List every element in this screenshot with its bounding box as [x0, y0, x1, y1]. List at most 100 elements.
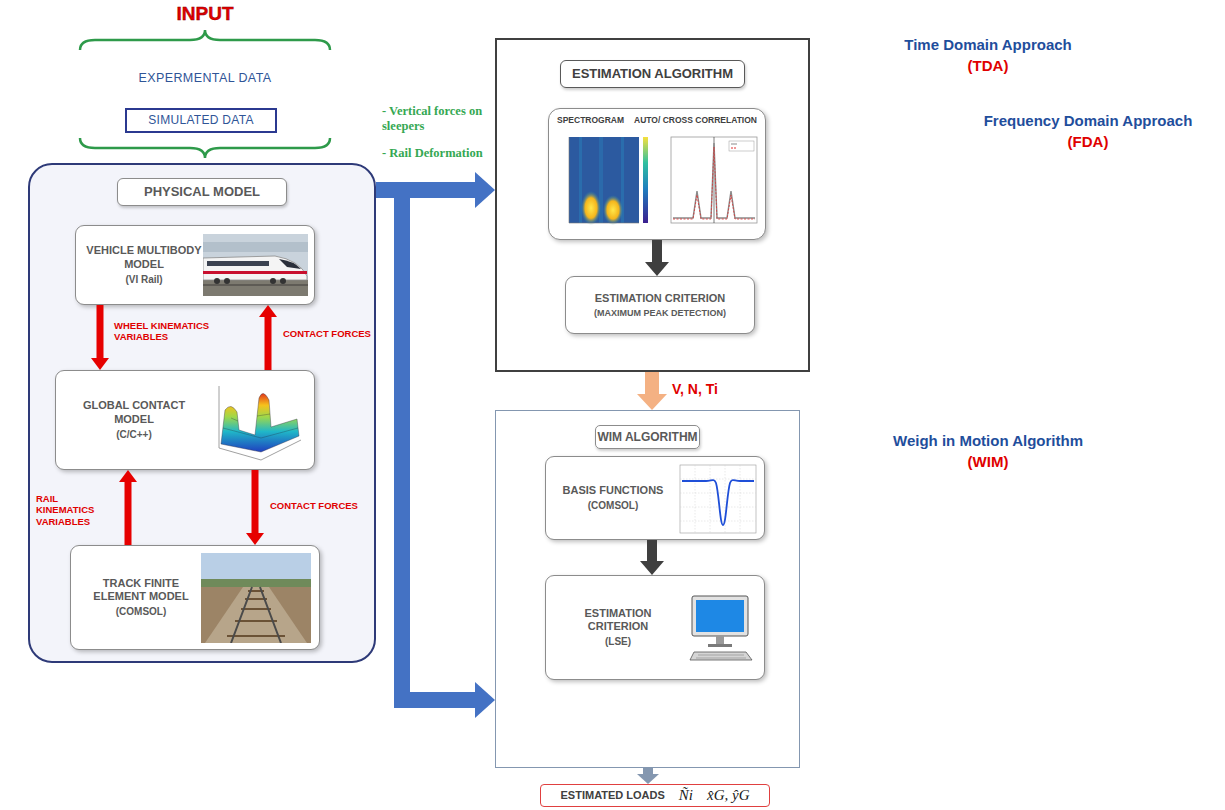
illustration-part: [270, 278, 276, 284]
arrow-shaft: [652, 240, 662, 264]
arrow-shaft: [376, 190, 478, 700]
box-title: BASIS FUNCTIONS: [554, 484, 672, 497]
analysis-box: SPECTROGRAM AUTO/ CROSS CORRELATION: [548, 108, 766, 240]
arrow-label-holder: V, N, Ti: [672, 381, 718, 398]
section-heading: PHYSICAL MODEL: [117, 178, 287, 206]
box-detail: AUTO/ CROSS CORRELATION: [634, 115, 757, 125]
curly-bracket: [80, 138, 330, 158]
label-holder: (TDA): [968, 57, 1009, 75]
arrow-shaft: [376, 182, 478, 198]
label-holder: INPUT: [177, 3, 234, 26]
arrow-head: [645, 262, 669, 276]
box-title: SPECTROGRAM: [557, 115, 624, 125]
illustration-part: [203, 271, 307, 274]
basis-function-plot: [678, 463, 758, 535]
illustration-part: [203, 234, 308, 296]
approach-name: Frequency Domain Approach: [984, 112, 1193, 130]
box-detail: (LSE): [554, 636, 682, 648]
criterion-box: ESTIMATION CRITERION(LSE): [545, 575, 765, 680]
illustration-part: [716, 636, 724, 644]
arrow-shaft: [265, 315, 272, 370]
data-note: - Vertical forces on sleepers: [382, 104, 492, 134]
illustration-part: [201, 553, 311, 587]
illustration-part: [201, 579, 311, 587]
illustration-part: [201, 587, 311, 643]
illustration-part: [231, 587, 252, 643]
approach-acronym: (WIM): [968, 453, 1009, 471]
approach-acronym: (FDA): [1068, 133, 1109, 151]
box-detail: (COMSOL): [554, 500, 672, 512]
spectrogram-plot: [555, 133, 655, 235]
arrow-label: CONTACT FORCES: [283, 328, 371, 339]
illustration-part: [673, 143, 755, 218]
box-detail: (VI Rail): [86, 274, 202, 286]
illustration-part: [260, 587, 281, 643]
illustration-part: [671, 137, 757, 223]
basis-box: BASIS FUNCTIONS (COMSOL): [545, 456, 765, 540]
criterion-box: ESTIMATION CRITERION(MAXIMUM PEAK DETECT…: [565, 276, 755, 334]
flow-arrow: [645, 240, 669, 276]
illustration-part: [729, 141, 754, 151]
illustration-part: [224, 278, 230, 284]
train-photo: [203, 234, 308, 296]
illustration-part: [731, 148, 737, 149]
model-panel: PHYSICAL MODEL VEHICLE MULTIBODY MODEL (V…: [28, 163, 376, 663]
illustration-part: [708, 644, 732, 647]
contact-surface-plot: [211, 378, 306, 462]
model-box: TRACK FINITE ELEMENT MODEL(COMSOL): [70, 545, 320, 650]
arrow-shaft: [125, 480, 132, 545]
illustration-part: [581, 191, 601, 225]
arrow-label-holder: RAIL KINEMATICS VARIABLES: [36, 493, 116, 527]
flow-arrow: [376, 172, 495, 208]
arrow-head: [246, 533, 264, 545]
arrow-head: [91, 358, 109, 370]
arrow-head: [637, 394, 667, 410]
label-holder: Weigh in Motion Algorithm: [893, 432, 1083, 450]
illustration-part: [603, 195, 623, 225]
illustration-part: [214, 278, 220, 284]
label-holder: EXPERMENTAL DATA: [138, 71, 271, 86]
box-title: SIMULATED DATA: [148, 113, 254, 127]
box-title: TRACK FINITE ELEMENT MODEL: [81, 577, 201, 603]
label-holder: Frequency Domain Approach: [984, 112, 1193, 130]
illustration-part: [207, 261, 269, 266]
output-box: ESTIMATED LOADSÑix̂G, ŷG: [540, 784, 770, 807]
arrow-label: RAIL KINEMATICS VARIABLES: [36, 493, 116, 527]
flow-arrow: [91, 305, 109, 370]
flow-arrow: [637, 372, 667, 410]
illustration-part: [643, 137, 648, 223]
illustration-part: [690, 652, 752, 660]
illustration-part: [696, 655, 746, 658]
input-heading: INPUT: [177, 3, 234, 26]
box-title: GLOBAL CONTACT MODEL: [66, 399, 202, 425]
flow-arrow: [376, 190, 495, 718]
curly-bracket: [80, 30, 330, 50]
illustration-part: [680, 465, 756, 533]
illustration-part: [740, 465, 741, 533]
arrow-label: V, N, Ti: [672, 381, 718, 398]
illustration-part: [680, 479, 756, 480]
model-box: VEHICLE MULTIBODY MODEL (VI Rail): [75, 225, 315, 305]
illustration-part: [695, 465, 696, 533]
track-photo: [201, 553, 311, 643]
illustration-part: [227, 635, 285, 637]
arrow-label: WHEEL KINEMATICS VARIABLES: [114, 320, 214, 343]
flow-arrow: [637, 768, 659, 784]
illustration-part: [692, 596, 748, 636]
section-heading: WIM ALGORITHM: [595, 425, 700, 449]
illustration-part: [680, 465, 756, 533]
arrow-label-holder: CONTACT FORCES: [283, 328, 371, 339]
arrow-shaft: [252, 470, 259, 535]
label-holder: (WIM): [968, 453, 1009, 471]
box-title: VEHICLE MULTIBODY MODEL: [86, 244, 202, 270]
box-title: ESTIMATION CRITERION: [595, 292, 726, 305]
algorithm-panel: WIM ALGORITHM BASIS FUNCTIONS (COMSOL) ES…: [495, 410, 800, 768]
data-note: - Rail Deformation: [382, 146, 492, 161]
illustration-part: [203, 256, 307, 280]
approach-acronym: (TDA): [968, 57, 1009, 75]
flow-arrow: [259, 305, 277, 370]
illustration-part: [221, 393, 299, 452]
label-holder: (FDA): [1068, 133, 1109, 151]
illustration-part: [569, 137, 639, 223]
arrow-label: CONTACT FORCES: [270, 500, 365, 511]
